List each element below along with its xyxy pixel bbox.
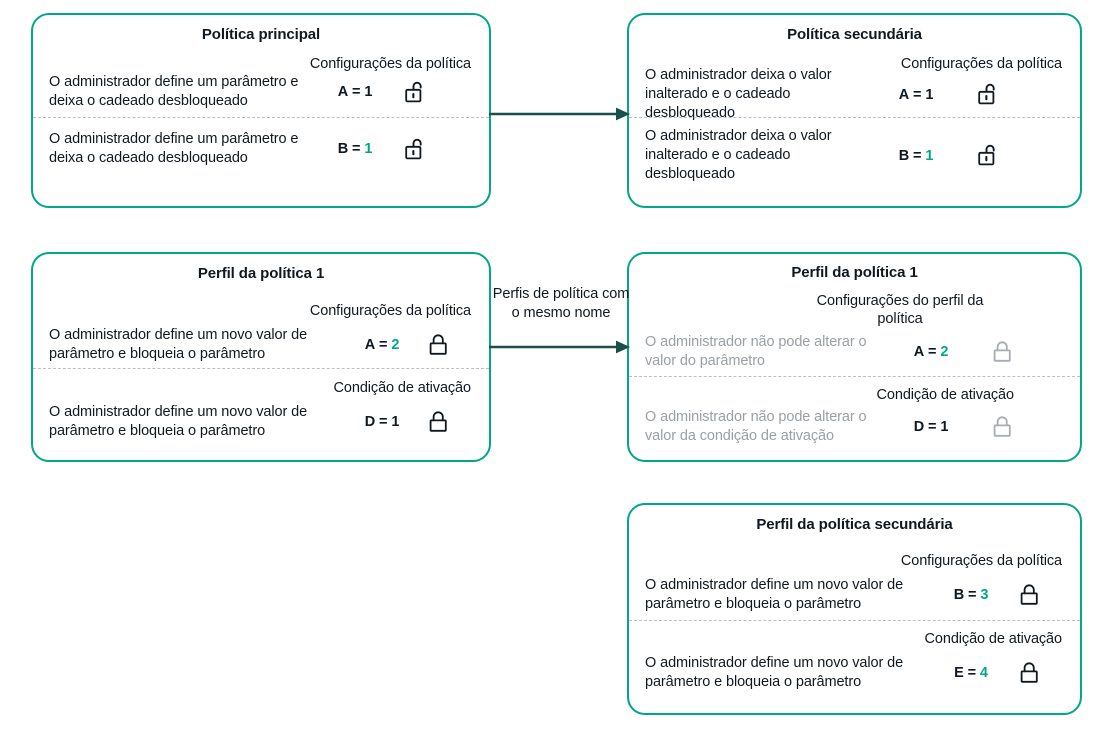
lock-closed-icon <box>981 415 1027 440</box>
parameter-value: A = 2 <box>913 344 949 361</box>
parameter-value: A = 2 <box>364 337 400 354</box>
policy-profile-settings-section: Configurações do perfil da política O ad… <box>629 282 1080 376</box>
section-description: O administrador define um parâmetro e de… <box>49 74 299 110</box>
card-title-policy-profile-1: Perfil da política 1 <box>197 265 325 282</box>
section-description: O administrador define um parâmetro e de… <box>49 131 299 167</box>
activation-condition-section: Condição de ativação O administrador def… <box>629 620 1080 706</box>
section-header-label: Configurações da política <box>900 56 1062 72</box>
policy-settings-section: Configurações da política O administrado… <box>33 44 489 117</box>
policy-settings-section: Configurações da política O administrado… <box>629 44 1080 121</box>
section-description: O administrador não pode alterar o valor… <box>645 334 867 370</box>
section-header-label: Configurações da política <box>900 553 1062 569</box>
arrow-label-same-name-profiles: Perfis de política com o mesmo nome <box>492 286 630 321</box>
lock-open-icon <box>393 137 437 162</box>
lock-closed-icon <box>981 340 1027 365</box>
section-header-label: Configurações do perfil da política <box>816 293 984 328</box>
card-title-policy-profile-1: Perfil da política 1 <box>791 264 918 281</box>
lock-closed-icon <box>415 333 465 358</box>
lock-closed-icon <box>1007 583 1055 608</box>
parameter-value: A = 1 <box>337 84 373 101</box>
section-description: O administrador define um novo valor de … <box>49 404 308 440</box>
policy-settings-section: Configurações da política O administrado… <box>629 534 1080 620</box>
activation-condition-section: Condição de ativação O administrador não… <box>629 376 1080 456</box>
lock-open-icon <box>965 82 1011 107</box>
activation-condition-section: Condição de ativação O administrador def… <box>33 368 489 453</box>
card-title-primary-policy: Política principal <box>201 26 321 43</box>
card-policy-profile-1-left: Perfil da política 1 Configurações da po… <box>31 252 491 462</box>
section-description: O administrador não pode alterar o valor… <box>645 409 867 445</box>
card-secondary-policy: Política secundária Configurações da pol… <box>627 13 1082 208</box>
arrow-profile-to-profile <box>489 340 630 354</box>
card-primary-policy: Política principal Configurações da polí… <box>31 13 491 208</box>
section-header-label: Condição de ativação <box>924 631 1063 647</box>
section-description: O administrador define um novo valor de … <box>645 655 904 691</box>
card-title-secondary-policy: Política secundária <box>787 26 922 43</box>
parameter-value: B = 1 <box>337 141 373 158</box>
lock-open-icon <box>965 143 1011 168</box>
parameter-value: A = 1 <box>898 86 934 103</box>
parameter-value: D = 1 <box>364 414 400 431</box>
arrow-primary-to-secondary-policy <box>489 107 630 121</box>
section-description: O administrador deixa o valor inalterado… <box>645 67 832 122</box>
policy-settings-section: Configurações da política O administrado… <box>33 283 489 368</box>
section-description: O administrador define um novo valor de … <box>645 577 904 613</box>
parameter-value: D = 1 <box>913 419 949 436</box>
parameter-value: B = 1 <box>898 147 934 164</box>
policy-settings-section-2: O administrador define um parâmetro e de… <box>33 117 489 191</box>
section-description: O administrador define um novo valor de … <box>49 327 308 363</box>
section-header-label: Condição de ativação <box>333 380 472 396</box>
section-header-label: Condição de ativação <box>876 387 1015 403</box>
section-description: O administrador deixa o valor inalterado… <box>645 128 832 183</box>
section-header-label: Configurações da política <box>309 56 471 72</box>
policy-settings-section-2: O administrador deixa o valor inalterado… <box>629 117 1080 191</box>
card-secondary-policy-profile: Perfil da política secundária Configuraç… <box>627 503 1082 715</box>
parameter-value: B = 3 <box>953 587 989 604</box>
section-header-label: Configurações da política <box>309 303 471 319</box>
parameter-value: E = 4 <box>954 665 988 682</box>
lock-closed-icon <box>415 410 465 435</box>
lock-open-icon <box>393 80 437 105</box>
card-policy-profile-1-right: Perfil da política 1 Configurações do pe… <box>627 252 1082 462</box>
card-title-secondary-policy-profile: Perfil da política secundária <box>756 516 953 533</box>
lock-closed-icon <box>1007 661 1055 686</box>
